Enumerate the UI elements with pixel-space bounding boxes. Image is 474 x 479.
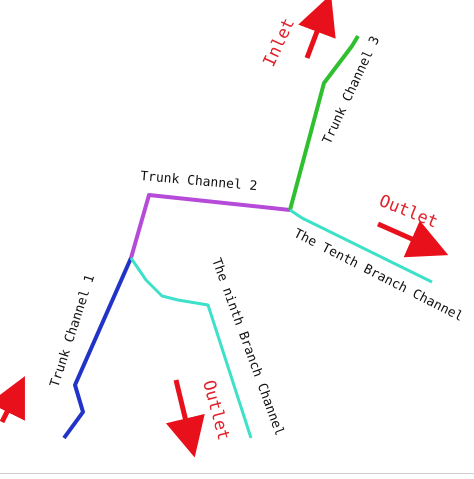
- outlet-bottom-arrow-icon: [165, 379, 205, 458]
- outlet-bottom-label: Outlet: [198, 378, 233, 443]
- trunk-channel-2-label: Trunk Channel 2: [140, 169, 258, 194]
- left-edge-arrow-icon: [0, 376, 25, 424]
- outlet-right-arrow-icon: [376, 220, 449, 258]
- ninth-branch-channel-line: [129, 257, 253, 439]
- tenth-branch-channel-label: The Tenth Branch Channel: [291, 226, 465, 325]
- inlet-label: Inlet: [259, 15, 299, 70]
- inlet-arrow-icon: [298, 0, 336, 59]
- trunk-channel-3-label: Trunk Channel 3: [320, 34, 383, 147]
- trunk-channel-3-line: [288, 34, 360, 211]
- tenth-branch-channel-line: [289, 208, 433, 284]
- trunk-channel-1-line: [62, 257, 133, 440]
- trunk-channel-1-label: Trunk Channel 1: [48, 273, 99, 389]
- trunk-channel-2-line: [129, 193, 291, 259]
